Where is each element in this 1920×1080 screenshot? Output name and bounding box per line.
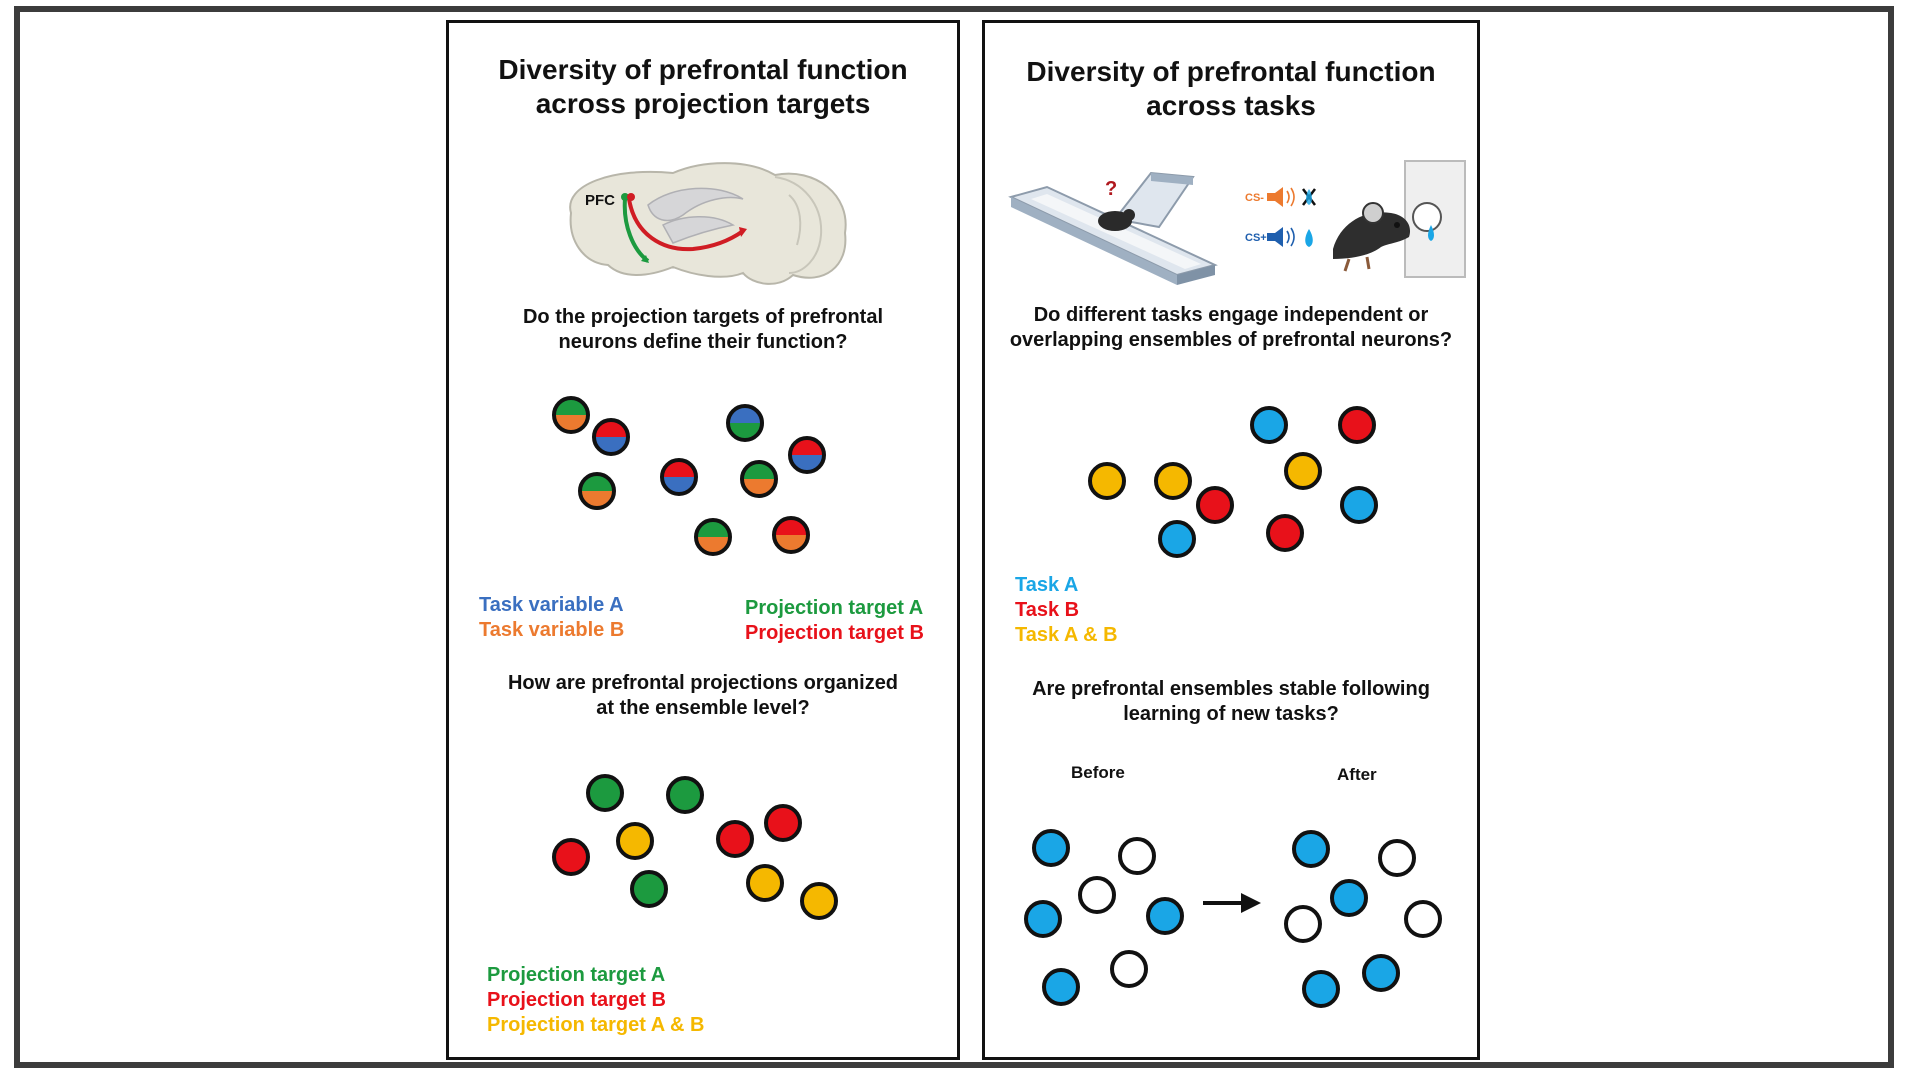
conditioning-mouse bbox=[1333, 212, 1411, 259]
before-neuron bbox=[1032, 829, 1070, 867]
t-maze-illustration: ? bbox=[1008, 171, 1218, 285]
water-drop-icon bbox=[1305, 229, 1313, 247]
legend-task-ab: Task A & B bbox=[1015, 624, 1118, 646]
before-label: Before bbox=[1071, 763, 1125, 782]
task-neuron bbox=[1250, 406, 1288, 444]
ensemble-neuron bbox=[630, 870, 668, 908]
ensemble-neuron-group bbox=[552, 774, 838, 920]
split-neuron bbox=[660, 458, 698, 496]
task-neuron bbox=[1196, 486, 1234, 524]
after-neuron bbox=[1378, 839, 1416, 877]
legend-task-a: Task A bbox=[1015, 574, 1079, 596]
split-neuron-group bbox=[552, 396, 826, 556]
ensemble-neuron bbox=[746, 864, 784, 902]
after-neuron bbox=[1330, 879, 1368, 917]
legend-projection-target-b: Projection target B bbox=[745, 622, 924, 644]
brain-illustration: PFC bbox=[569, 162, 847, 285]
task-neuron bbox=[1266, 514, 1304, 552]
left-question-1: Do the projection targets of prefrontal … bbox=[522, 306, 884, 353]
ensemble-neuron bbox=[716, 820, 754, 858]
ensemble-neuron bbox=[800, 882, 838, 920]
decision-question-mark: ? bbox=[1105, 178, 1117, 200]
after-neuron bbox=[1362, 954, 1400, 992]
before-neuron bbox=[1118, 837, 1156, 875]
ensemble-neuron bbox=[552, 838, 590, 876]
split-neuron bbox=[592, 418, 630, 456]
split-neuron bbox=[788, 436, 826, 474]
legend2-projection-target-b: Projection target B bbox=[487, 989, 666, 1011]
conditioning-illustration: CS- CS+ bbox=[1245, 160, 1466, 278]
ensemble-neuron bbox=[666, 776, 704, 814]
task-neuron-group bbox=[1088, 406, 1378, 558]
task-neuron bbox=[1340, 486, 1378, 524]
legend-task-variable-a: Task variable A bbox=[479, 594, 624, 616]
task-neuron bbox=[1158, 520, 1196, 558]
split-neuron bbox=[694, 518, 732, 556]
speaker-blue-icon bbox=[1267, 227, 1283, 247]
pfc-label: PFC bbox=[585, 192, 615, 209]
split-neuron bbox=[552, 396, 590, 434]
after-neuron bbox=[1284, 905, 1322, 943]
learning-arrow-head bbox=[1241, 893, 1261, 913]
task-neuron bbox=[1088, 462, 1126, 500]
before-neuron bbox=[1110, 950, 1148, 988]
legend-task-variable-b: Task variable B bbox=[479, 619, 625, 641]
legend2-projection-target-a: Projection target A bbox=[487, 964, 666, 986]
cs-plus-label: CS+ bbox=[1245, 232, 1267, 244]
after-neuron bbox=[1302, 970, 1340, 1008]
legend-task-b: Task B bbox=[1015, 599, 1080, 621]
right-panel: Diversity of prefrontal function across … bbox=[982, 20, 1480, 1060]
left-panel-title: Diversity of prefrontal function across … bbox=[498, 54, 908, 119]
task-neuron bbox=[1284, 452, 1322, 490]
ensemble-neuron bbox=[586, 774, 624, 812]
after-neuron bbox=[1404, 900, 1442, 938]
split-neuron bbox=[740, 460, 778, 498]
split-neuron bbox=[772, 516, 810, 554]
legend2-projection-target-ab: Projection target A & B bbox=[487, 1014, 705, 1036]
before-neuron bbox=[1024, 900, 1062, 938]
right-question-2: Are prefrontal ensembles stable followin… bbox=[1032, 678, 1430, 725]
task-neuron bbox=[1154, 462, 1192, 500]
speaker-orange-icon bbox=[1267, 187, 1283, 207]
before-neuron bbox=[1078, 876, 1116, 914]
before-after-neuron-group bbox=[1024, 829, 1442, 1008]
after-neuron bbox=[1292, 830, 1330, 868]
right-panel-title: Diversity of prefrontal function across … bbox=[1026, 56, 1436, 121]
split-neuron bbox=[578, 472, 616, 510]
after-label: After bbox=[1337, 765, 1377, 784]
ensemble-neuron bbox=[764, 804, 802, 842]
right-question-1: Do different tasks engage independent or… bbox=[1009, 304, 1453, 351]
legend-projection-target-a: Projection target A bbox=[745, 597, 924, 619]
cs-minus-label: CS- bbox=[1245, 192, 1264, 204]
left-panel: Diversity of prefrontal function across … bbox=[446, 20, 960, 1060]
split-neuron bbox=[726, 404, 764, 442]
task-neuron bbox=[1338, 406, 1376, 444]
before-neuron bbox=[1146, 897, 1184, 935]
before-neuron bbox=[1042, 968, 1080, 1006]
ensemble-neuron bbox=[616, 822, 654, 860]
left-question-2: How are prefrontal projections organized… bbox=[507, 672, 899, 719]
red-projection bbox=[627, 198, 745, 252]
